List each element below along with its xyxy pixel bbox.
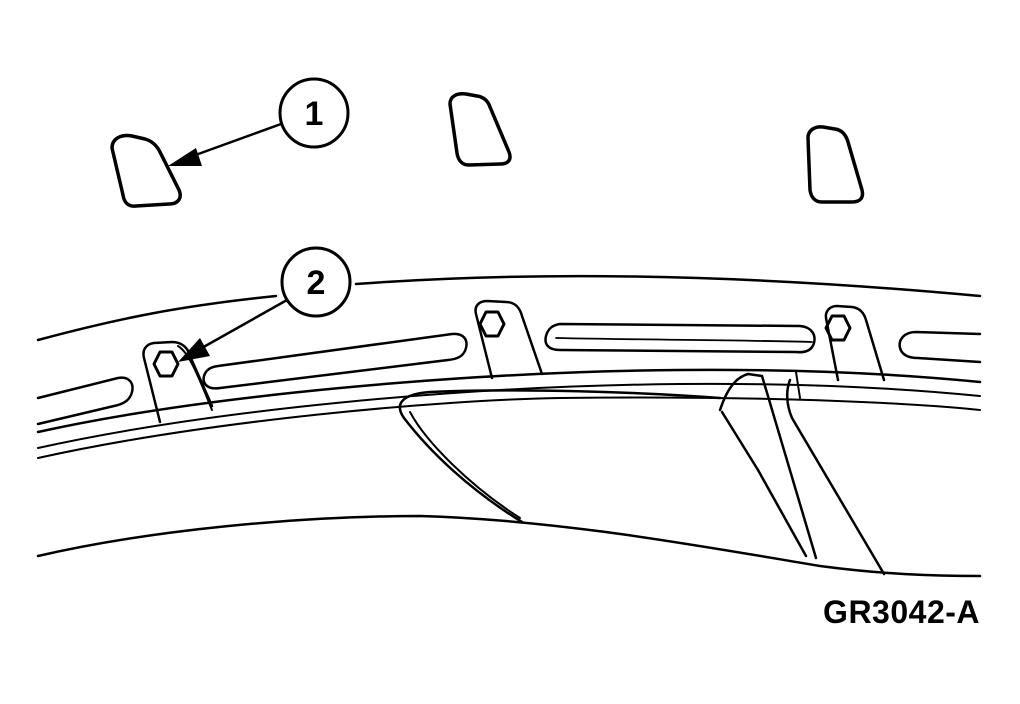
vertical-rib-back — [786, 378, 886, 576]
panel-lip-line-3 — [37, 396, 981, 459]
mounting-tab-left — [142, 340, 214, 424]
slot-left — [202, 332, 468, 390]
bolt-left — [152, 350, 180, 378]
callout-1: 1 — [168, 77, 350, 166]
callout-2-arrowhead — [178, 338, 210, 362]
panel-top-edge — [36, 294, 278, 342]
mounting-tab-right — [824, 304, 886, 382]
rib-connector — [795, 371, 801, 399]
mounting-tab-middle — [474, 299, 544, 380]
callout-2-number: 2 — [307, 264, 326, 302]
retainer-clip-middle — [448, 92, 512, 167]
callout-2: 2 — [178, 246, 352, 362]
figure-code: GR3042-A — [823, 594, 980, 630]
bolt-right — [824, 314, 852, 342]
callout-1-number: 1 — [305, 95, 324, 133]
vertical-rib-front — [720, 410, 808, 558]
recess-opening-inner — [409, 411, 521, 519]
panel-lip-line-2 — [37, 382, 981, 449]
retainer-clip-left — [110, 133, 182, 208]
recess-opening — [398, 389, 722, 524]
slot-right — [898, 330, 982, 364]
callout-1-arrowhead — [168, 148, 202, 166]
slot-center-inner — [555, 337, 813, 343]
vertical-rib — [718, 372, 818, 560]
mounting-tab-left-inner — [177, 345, 213, 411]
bolt-middle — [478, 310, 506, 338]
panel-lip-line-1 — [36, 368, 982, 434]
lower-contour — [36, 514, 982, 578]
retainer-clip-right — [806, 125, 865, 204]
slot-far-left — [36, 376, 134, 426]
slot-center — [544, 322, 816, 354]
panel-top-edge-right — [354, 274, 982, 298]
